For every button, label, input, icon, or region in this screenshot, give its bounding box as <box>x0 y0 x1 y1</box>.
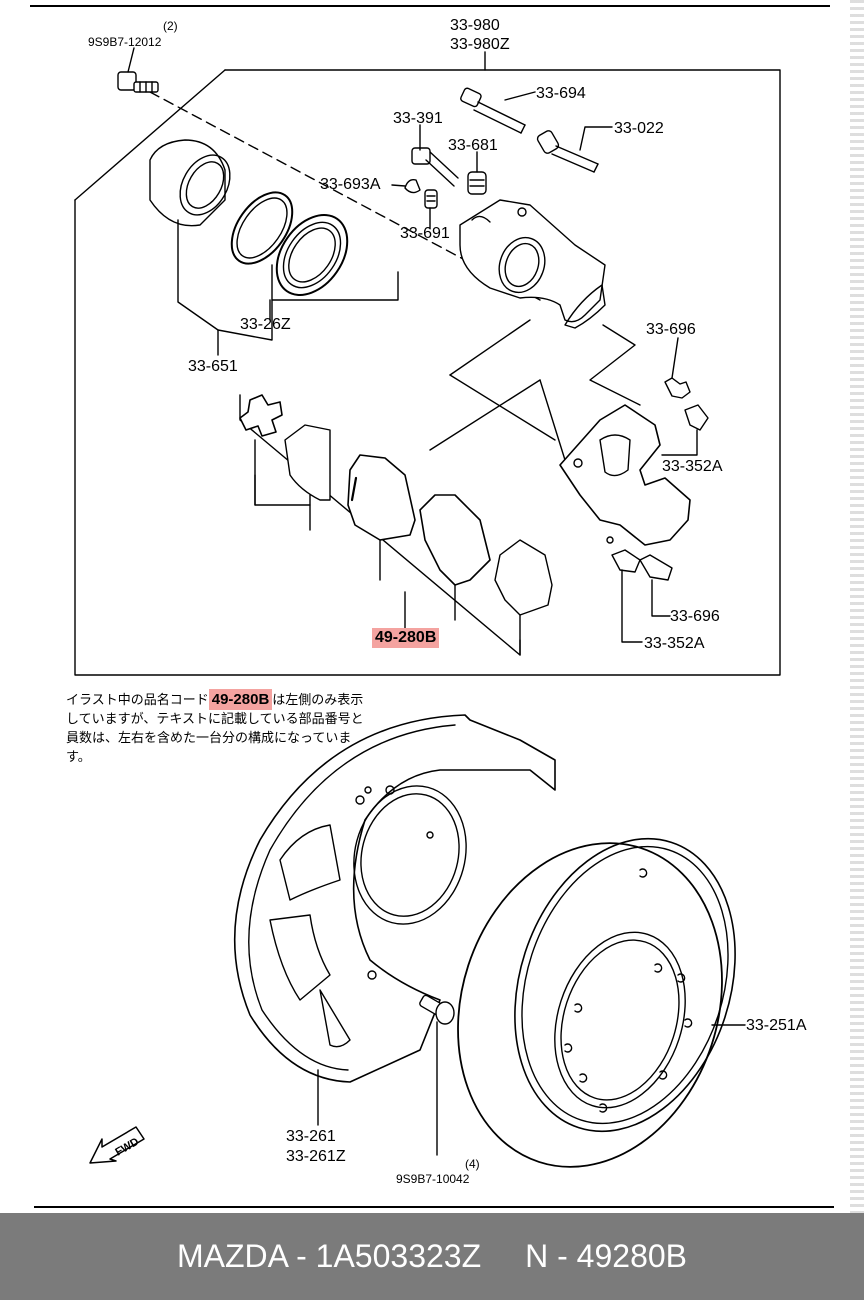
footer-brand-part: MAZDA - 1A503323Z <box>176 1238 482 1274</box>
guide-pin-label[interactable]: 33-694 <box>536 85 586 102</box>
dust-shield-label-a[interactable]: 33-261 <box>286 1128 336 1145</box>
shim-small-bottom-label[interactable]: 33-352A <box>644 635 705 652</box>
bolt-bottom-qty: (4) <box>465 1157 480 1171</box>
top-rule <box>30 5 830 7</box>
bleeder-cap-label[interactable]: 33-693A <box>320 176 381 193</box>
brake-disc-icon <box>457 837 736 1168</box>
pin-boot-label[interactable]: 33-681 <box>448 137 498 154</box>
brake-disc-label[interactable]: 33-251A <box>746 1017 807 1034</box>
bolt-bottom-icon <box>419 994 455 1025</box>
pin-boot-icon <box>467 171 487 195</box>
frame-diagonal-top <box>74 69 226 201</box>
piston-kit-label[interactable]: 33-651 <box>188 358 238 375</box>
clip-top-icon <box>664 377 691 399</box>
brake-pad-4-icon <box>494 539 553 616</box>
caliper-label-a[interactable]: 33-980 <box>450 17 500 34</box>
note-text-after: は左側のみ表示していますが、テキストに記載している部品番号と員数は、左右を含めた… <box>66 693 364 765</box>
clip-bottom-icon <box>639 554 673 581</box>
scan-edge <box>850 0 864 1213</box>
dust-boot-icon <box>275 214 349 296</box>
note-highlight-code: 49-280B <box>208 689 273 710</box>
brake-pad-2-icon <box>347 454 416 541</box>
caliper-label-b[interactable]: 33-980Z <box>450 36 510 53</box>
dust-shield-label-b[interactable]: 33-261Z <box>286 1148 346 1165</box>
dust-shield-icon <box>233 714 556 1083</box>
guide-pin-icon <box>460 87 526 134</box>
guide-pin-lower-label[interactable]: 33-022 <box>614 120 664 137</box>
brake-assembly-diagram <box>74 47 781 1168</box>
bottom-rule <box>34 1206 834 1208</box>
bleeder-bolt-label[interactable]: 33-391 <box>393 110 443 127</box>
note-text-before: イラスト中の品名コード <box>66 693 209 708</box>
clip-bottom-label[interactable]: 33-696 <box>670 608 720 625</box>
piston-icon <box>149 139 231 227</box>
seal-ring-icon <box>230 191 294 265</box>
forward-arrow-icon: FWD <box>89 1126 145 1164</box>
footer-number: N - 49280B <box>525 1238 687 1274</box>
brake-pads-label[interactable]: 49-280B <box>372 628 440 648</box>
caliper-body-icon <box>459 199 606 329</box>
shim-small-top-label[interactable]: 33-352A <box>662 458 723 475</box>
frame-outline <box>74 69 781 676</box>
bolt-top-qty: (2) <box>163 19 178 33</box>
shim-small-bottom-icon <box>611 549 641 573</box>
seal-kit-label[interactable]: 33-26Z <box>240 316 291 333</box>
clip-top-label[interactable]: 33-696 <box>646 321 696 338</box>
brake-pad-3-icon <box>419 494 491 586</box>
bleeder-cap-icon <box>404 178 421 194</box>
guide-pin-lower-icon <box>536 130 599 173</box>
caliper-bracket-icon <box>559 404 691 546</box>
bleeder-screw-label[interactable]: 33-691 <box>400 225 450 242</box>
bleeder-bolt-icon <box>411 147 459 187</box>
footer-bar: MAZDA - 1A503323Z N - 49280B <box>0 1213 864 1300</box>
bolt-top-icon <box>117 71 159 93</box>
bleeder-screw-icon <box>424 189 438 209</box>
brake-pad-1-icon <box>284 424 331 501</box>
shim-small-top-icon <box>684 404 709 431</box>
bolt-bottom-label[interactable]: 9S9B7-10042 <box>396 1172 470 1186</box>
shim-icon <box>239 394 283 437</box>
bolt-top-label[interactable]: 9S9B7-12012 <box>88 35 162 49</box>
